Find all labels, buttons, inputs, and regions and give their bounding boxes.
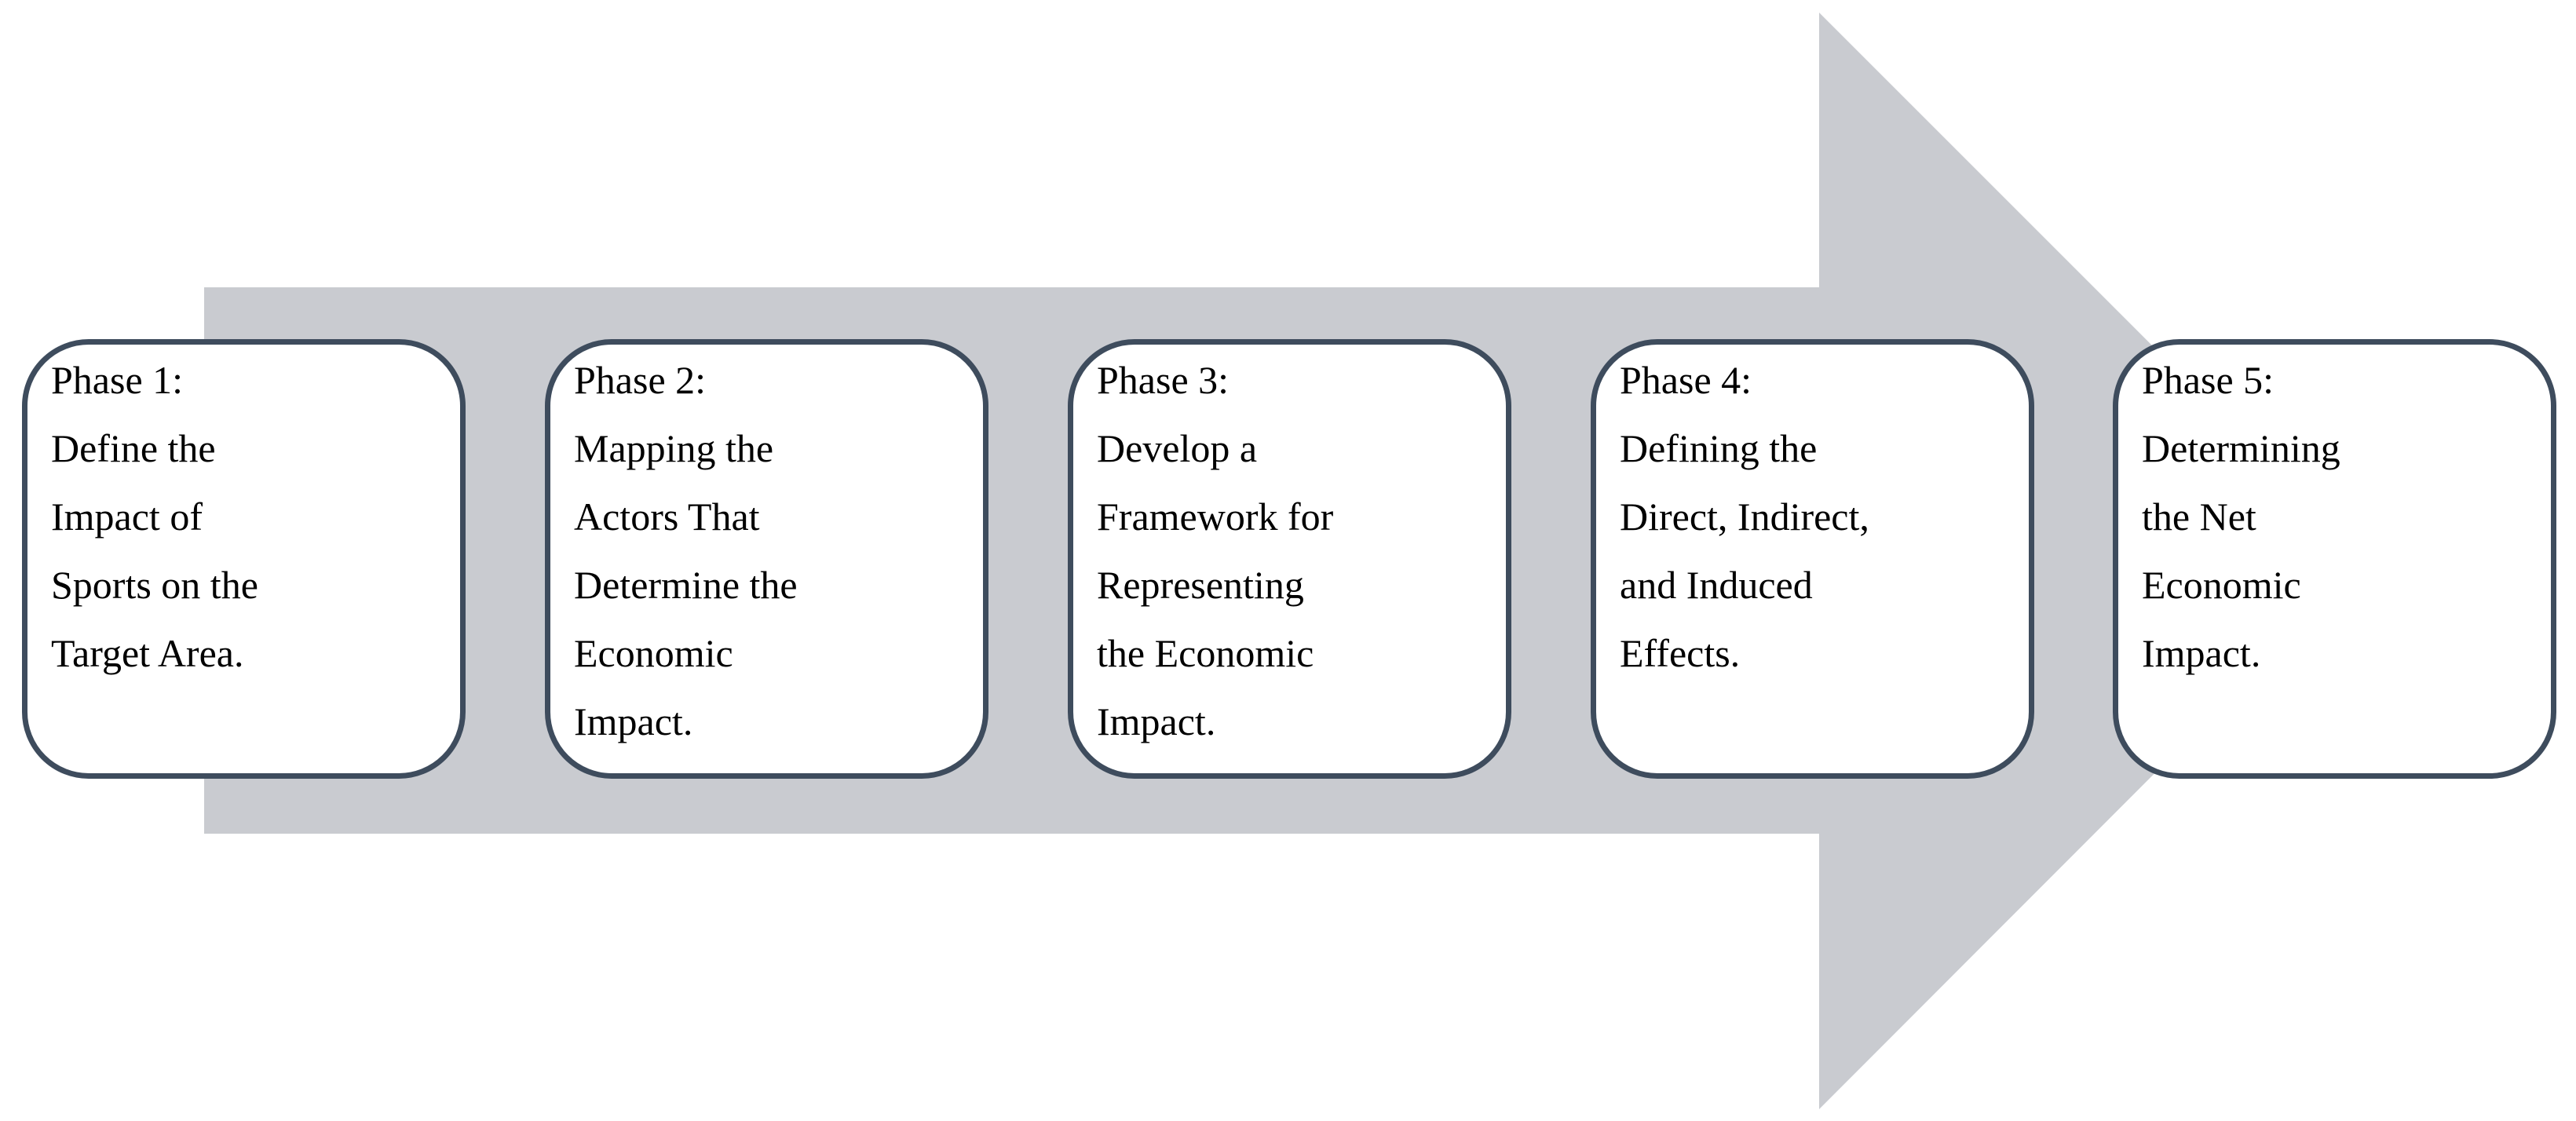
phase-box-3-label: Phase 3: Develop a Framework for Represe… <box>1097 358 1334 743</box>
phase-box-5-label: Phase 5: Determining the Net Economic Im… <box>2142 358 2340 675</box>
phase-box-4: Phase 4: Defining the Direct, Indirect, … <box>1591 339 2034 779</box>
phase-box-1-label: Phase 1: Define the Impact of Sports on … <box>51 358 258 675</box>
phase-box-4-label: Phase 4: Defining the Direct, Indirect, … <box>1620 358 1869 675</box>
phase-box-3: Phase 3: Develop a Framework for Represe… <box>1068 339 1511 779</box>
phase-box-2: Phase 2: Mapping the Actors That Determi… <box>545 339 988 779</box>
phase-box-2-label: Phase 2: Mapping the Actors That Determi… <box>574 358 798 743</box>
phase-box-5: Phase 5: Determining the Net Economic Im… <box>2113 339 2556 779</box>
phase-box-1: Phase 1: Define the Impact of Sports on … <box>22 339 466 779</box>
